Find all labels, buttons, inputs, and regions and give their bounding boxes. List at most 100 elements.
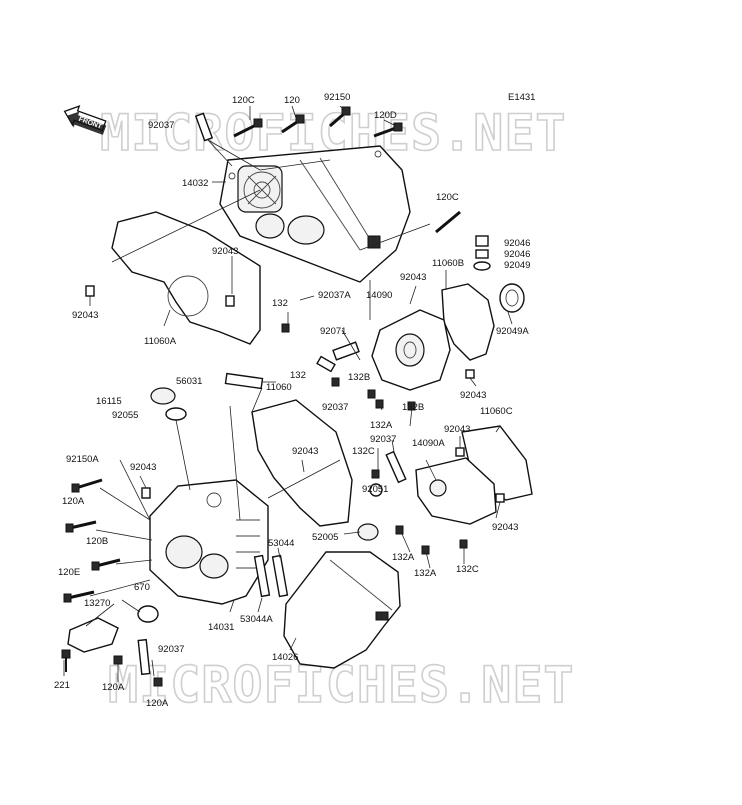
- label-53044a: 53044A: [240, 614, 273, 625]
- label-92043-left: 92043: [72, 310, 98, 321]
- pin-92071: [332, 341, 360, 361]
- label-120a-3: 120A: [146, 698, 169, 709]
- label-11060: 11060: [266, 382, 292, 393]
- label-92043-gasket: 92043: [400, 272, 426, 283]
- label-120e: 120E: [58, 567, 80, 578]
- label-11060a: 11060A: [144, 336, 177, 347]
- label-132b-2: 132B: [402, 402, 424, 413]
- label-92051: 92051: [362, 484, 388, 495]
- bolt-120c-right: [435, 210, 461, 234]
- part-labels: 120C 120 92150 92037 120D 14032 120C 920…: [54, 92, 530, 709]
- label-120a-2: 120A: [102, 682, 125, 693]
- label-120b: 120B: [86, 536, 108, 547]
- label-11060c: 11060C: [480, 406, 513, 417]
- cap-16115: [150, 387, 176, 405]
- label-221: 221: [54, 680, 70, 691]
- label-92037-b: 92037: [370, 434, 396, 445]
- label-16115: 16115: [96, 396, 122, 407]
- dowel-92043-mid: [225, 295, 235, 307]
- label-92046-b: 92046: [504, 249, 530, 260]
- label-120d: 120D: [374, 110, 397, 121]
- label-120c-top: 120C: [232, 95, 255, 106]
- label-670: 670: [134, 582, 150, 593]
- label-92037-bot: 92037: [158, 644, 184, 655]
- label-14032: 14032: [182, 178, 208, 189]
- label-132c-1: 132C: [352, 446, 375, 457]
- label-53044: 53044: [268, 538, 294, 549]
- label-92049a: 92049A: [496, 326, 529, 337]
- label-92043-r3: 92043: [492, 522, 518, 533]
- pin-92037-mid: [385, 450, 407, 484]
- label-120c-right: 120C: [436, 192, 459, 203]
- label-52005: 52005: [312, 532, 338, 543]
- housing-14090: [371, 309, 451, 391]
- label-92043-mid: 92043: [212, 246, 238, 257]
- rear-cover-14032: [219, 145, 411, 283]
- oring-92055: [165, 407, 187, 421]
- small-bolts-right: [395, 525, 468, 555]
- label-92150-top: 92150: [324, 92, 350, 103]
- label-132a-2: 132A: [392, 552, 415, 563]
- label-92043-r1: 92043: [460, 390, 486, 401]
- label-92055: 92055: [112, 410, 138, 421]
- washer-92051: [369, 483, 383, 497]
- gasket-11060a-hole: [167, 275, 209, 317]
- left-bolts: [61, 478, 163, 687]
- gasket-11060a: [111, 211, 261, 345]
- top-bolts: [194, 106, 403, 142]
- label-92049: 92049: [504, 260, 530, 271]
- label-14031: 14031: [208, 622, 234, 633]
- label-120-top: 120: [284, 95, 300, 106]
- small-bolts-mid: [281, 323, 416, 479]
- label-56031: [224, 372, 264, 390]
- gasket-11060b: [441, 283, 495, 361]
- leader-lines: [63, 105, 513, 682]
- label-132-a: 132: [272, 298, 288, 309]
- dowel-92043-r3: [495, 493, 505, 503]
- label-14090a: 14090A: [412, 438, 445, 449]
- plate-13270: [67, 617, 119, 653]
- watermark-bottom: MICROFICHES.NET: [108, 656, 575, 714]
- dowel-92043-r2: [455, 447, 465, 457]
- label-92043-r2: 92043: [444, 424, 470, 435]
- label-92150a: 92150A: [66, 454, 99, 465]
- front-cover-14031: [149, 479, 269, 605]
- seal-92049a: [499, 283, 525, 313]
- pin-92037-bottom: [137, 638, 151, 676]
- seal-52005: [357, 523, 379, 541]
- label-11060b: 11060B: [432, 258, 464, 269]
- label-132a-1: 132A: [370, 420, 393, 431]
- cover-14090a: [415, 457, 497, 525]
- front-arrow-icon: FRONT: [63, 105, 107, 135]
- label-132-b: 132: [290, 370, 306, 381]
- label-92071: 92071: [320, 326, 346, 337]
- label-92043-l2: 92043: [130, 462, 156, 473]
- dowel-92043-r1: [465, 369, 475, 379]
- label-92037a: 92037A: [318, 290, 351, 301]
- label-92037-top: 92037: [148, 120, 174, 131]
- label-132a-3: 132A: [414, 568, 437, 579]
- dowel-92043-left: [85, 285, 95, 297]
- outer-cover-14026: [283, 551, 401, 669]
- diagram-code: E1431: [508, 92, 535, 103]
- watermark-group: MICROFICHES.NET MICROFICHES.NET: [99, 103, 575, 715]
- label-92046-a: 92046: [504, 238, 530, 249]
- label-92043-gasket2: 92043: [292, 446, 318, 457]
- bushing-92049: [473, 261, 491, 271]
- label-132b-1: 132B: [348, 372, 370, 383]
- pin-53044: [271, 554, 289, 598]
- label-56031: 56031: [176, 376, 202, 387]
- label-120a-1: 120A: [62, 496, 85, 507]
- gasket-11060: [251, 399, 353, 527]
- oring-670: [137, 605, 159, 623]
- label-92037-mid: 92037: [322, 402, 348, 413]
- label-132c-2: 132C: [456, 564, 479, 575]
- pin-53044a: [253, 554, 271, 598]
- label-13270: 13270: [84, 598, 110, 609]
- bushing-92046-a: [475, 235, 489, 247]
- label-14026: 14026: [272, 652, 298, 663]
- bushing-92046-b: [475, 249, 489, 259]
- label-14090: 14090: [366, 290, 392, 301]
